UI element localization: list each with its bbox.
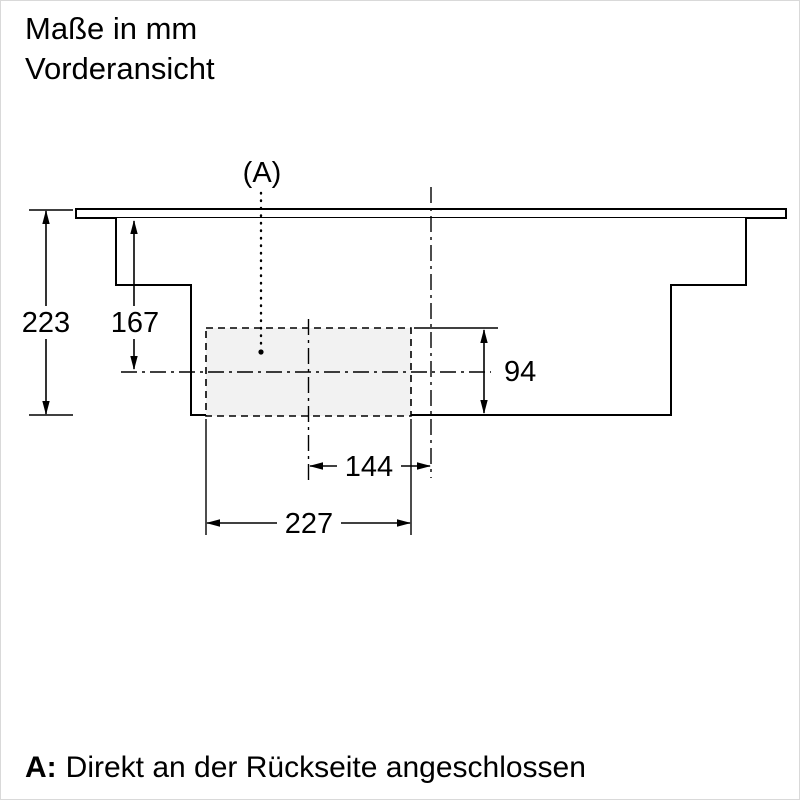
label-background bbox=[277, 507, 341, 540]
view-name: Vorderansicht bbox=[25, 51, 215, 86]
label-background bbox=[337, 450, 401, 483]
dimension-duct-height: 94 bbox=[414, 327, 536, 414]
footnote-label: A: bbox=[25, 751, 57, 784]
footnote-text: Direkt an der Rückseite angeschlossen bbox=[65, 751, 586, 784]
connection-a-label: (A) bbox=[243, 157, 282, 189]
drawing-title: Maße in mm Vorderansicht bbox=[25, 9, 215, 89]
dimension-duct-width: 227 bbox=[205, 419, 412, 540]
connection-a: (A) bbox=[243, 157, 282, 355]
dimension-value: 144 bbox=[345, 451, 393, 483]
label-background bbox=[15, 306, 77, 339]
dimension-total-height: 223 bbox=[15, 209, 77, 416]
footnote: A:Direkt an der Rückseite angeschlossen bbox=[25, 749, 586, 787]
units-note: Maße in mm bbox=[25, 11, 198, 46]
centerlines bbox=[121, 187, 491, 481]
connection-a-endpoint-dot bbox=[258, 349, 264, 355]
dimension-value: 227 bbox=[285, 508, 333, 540]
dimension-value: 94 bbox=[504, 356, 536, 388]
dimension-value: 167 bbox=[111, 307, 159, 339]
label-background bbox=[104, 306, 166, 339]
dimension-center-offset: 144 bbox=[309, 450, 431, 483]
dimension-value: 223 bbox=[22, 307, 70, 339]
dimension-top-to-center: 167 bbox=[104, 220, 166, 370]
